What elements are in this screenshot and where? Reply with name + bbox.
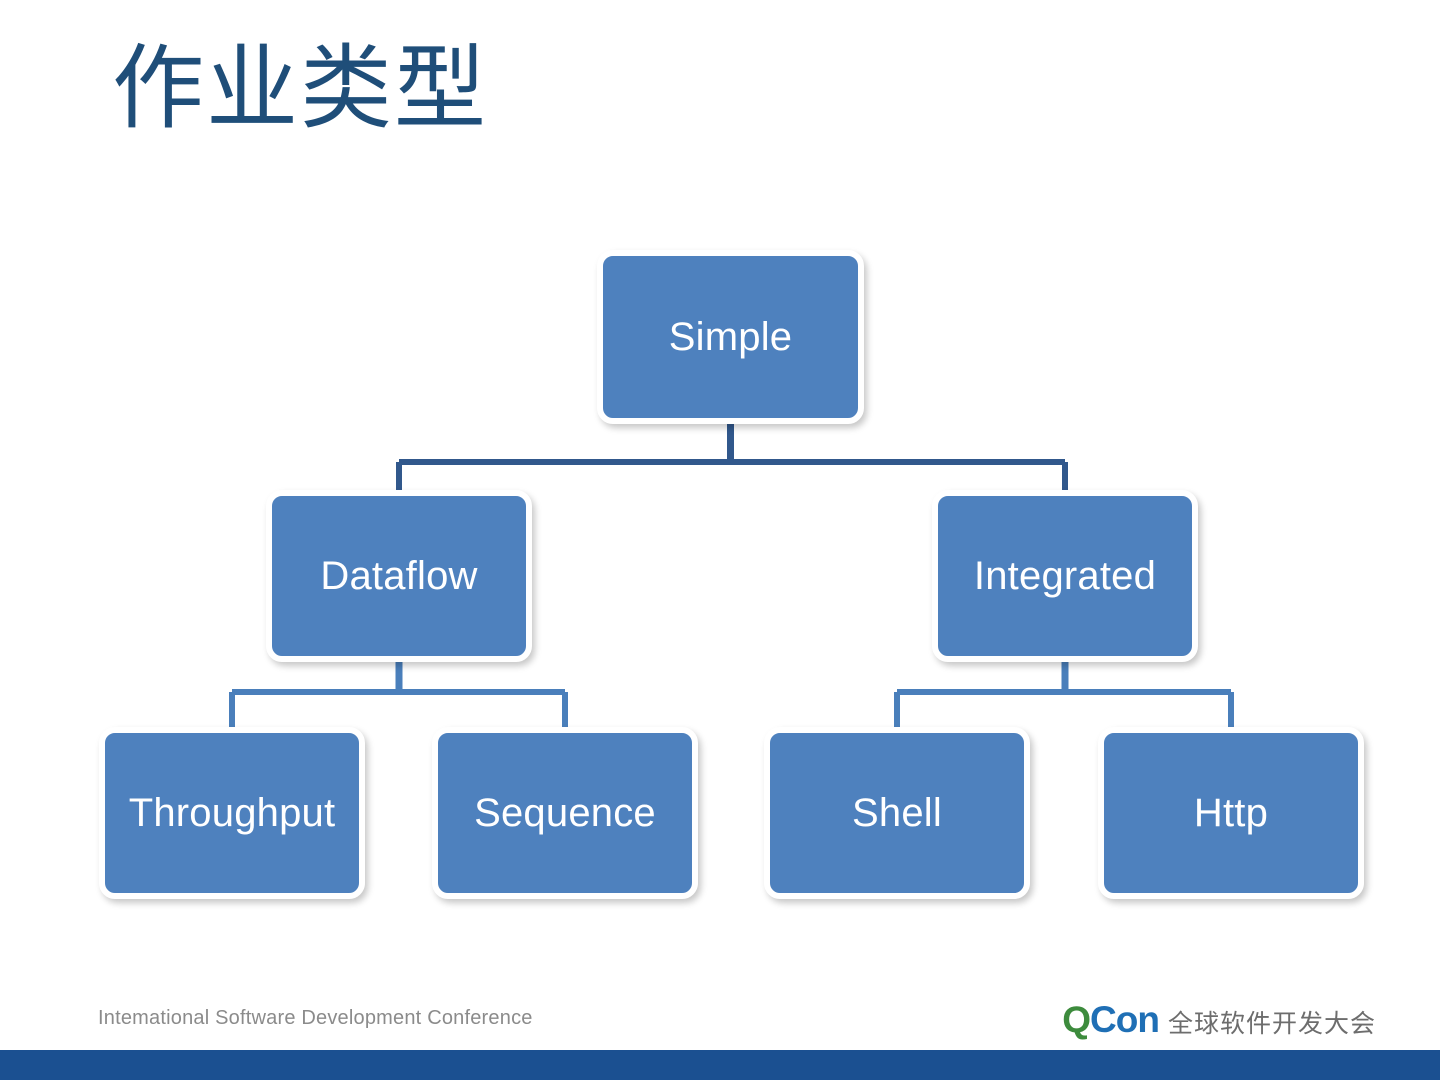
node-dataflow[interactable]: Dataflow (266, 490, 532, 662)
qcon-logo-chinese: 全球软件开发大会 (1167, 1009, 1376, 1038)
node-integrated[interactable]: Integrated (932, 490, 1198, 662)
node-label: Dataflow (320, 554, 478, 598)
org-chart: Simple Dataflow Integrated Throughput Se… (99, 250, 1364, 899)
node-http[interactable]: Http (1098, 727, 1364, 899)
qcon-logo: Q Con 全球软件开发大会 (1062, 999, 1376, 1041)
node-label: Integrated (973, 554, 1157, 598)
node-throughput[interactable]: Throughput (99, 727, 365, 899)
qcon-logo-con: Con (1090, 999, 1160, 1040)
node-sequence[interactable]: Sequence (432, 727, 698, 899)
node-shell[interactable]: Shell (764, 727, 1030, 899)
node-label: Shell (852, 791, 942, 835)
footer-conference-name: Intemational Software Development Confer… (98, 1007, 533, 1029)
node-label: Http (1193, 791, 1269, 835)
node-simple[interactable]: Simple (597, 250, 864, 424)
bottom-accent-bar (0, 1050, 1440, 1080)
node-label: Throughput (128, 791, 336, 835)
node-label: Sequence (474, 791, 656, 835)
page-title: 作业类型 (112, 35, 489, 142)
qcon-logo-q: Q (1062, 999, 1091, 1040)
node-label: Simple (668, 315, 793, 359)
